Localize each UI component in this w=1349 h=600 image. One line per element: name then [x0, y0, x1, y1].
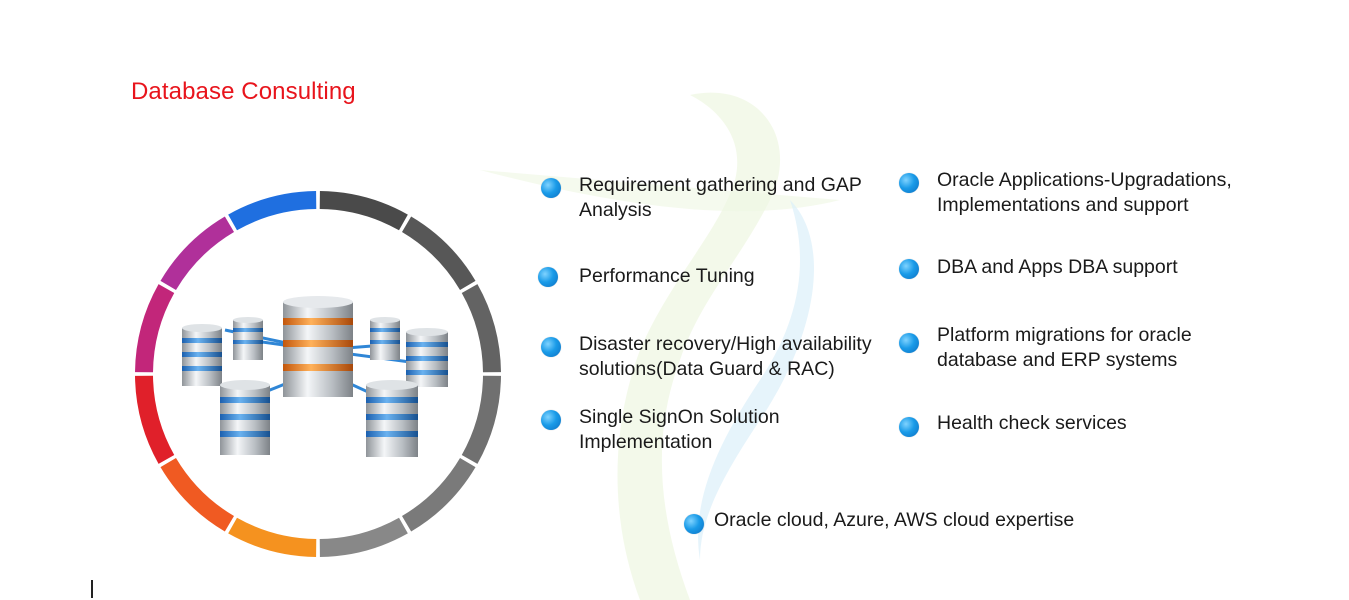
service-item-cloud-expertise: Oracle cloud, Azure, AWS cloud expertise: [684, 508, 1074, 534]
service-item-platform-migrations: Platform migrations for oracle database …: [899, 323, 1192, 373]
ring-segment: [401, 457, 476, 532]
ring-segment: [401, 216, 476, 291]
server-main: [283, 296, 353, 397]
ring-segment: [160, 457, 235, 532]
ring-segment: [135, 284, 175, 373]
service-item-health-check: Health check services: [899, 411, 1127, 437]
ring-segment: [160, 216, 235, 291]
bullet-dot-icon: [899, 173, 919, 193]
page-title: Database Consulting: [131, 78, 356, 105]
service-item-oracle-applications: Oracle Applications-Upgradations, Implem…: [899, 168, 1232, 218]
bullet-dot-icon: [899, 417, 919, 437]
service-item-dba-support: DBA and Apps DBA support: [899, 255, 1178, 280]
ring-segment: [319, 191, 408, 231]
bullet-dot-icon: [899, 333, 919, 353]
server-small-left: [182, 324, 222, 386]
ring-segment: [228, 191, 317, 231]
ring-segment: [461, 284, 501, 373]
edge-mark: [91, 580, 93, 598]
segmented-ring: [135, 191, 501, 557]
service-item-single-signon: Single SignOn Solution Implementation: [541, 405, 780, 455]
service-item-requirement-gathering: Requirement gathering and GAP Analysis: [541, 173, 862, 223]
bullet-dot-icon: [541, 410, 561, 430]
ring-segment: [135, 375, 175, 464]
bullet-dot-icon: [684, 514, 704, 534]
ring-segment: [461, 375, 501, 464]
ring-segment: [319, 517, 408, 557]
service-item-performance-tuning: Performance Tuning: [538, 264, 755, 289]
database-servers-icon: [182, 296, 448, 457]
service-item-disaster-recovery: Disaster recovery/High availability solu…: [541, 332, 872, 382]
ring-segment: [228, 517, 317, 557]
bullet-dot-icon: [538, 267, 558, 287]
bullet-dot-icon: [541, 178, 561, 198]
bullet-dot-icon: [899, 259, 919, 279]
bullet-dot-icon: [541, 337, 561, 357]
